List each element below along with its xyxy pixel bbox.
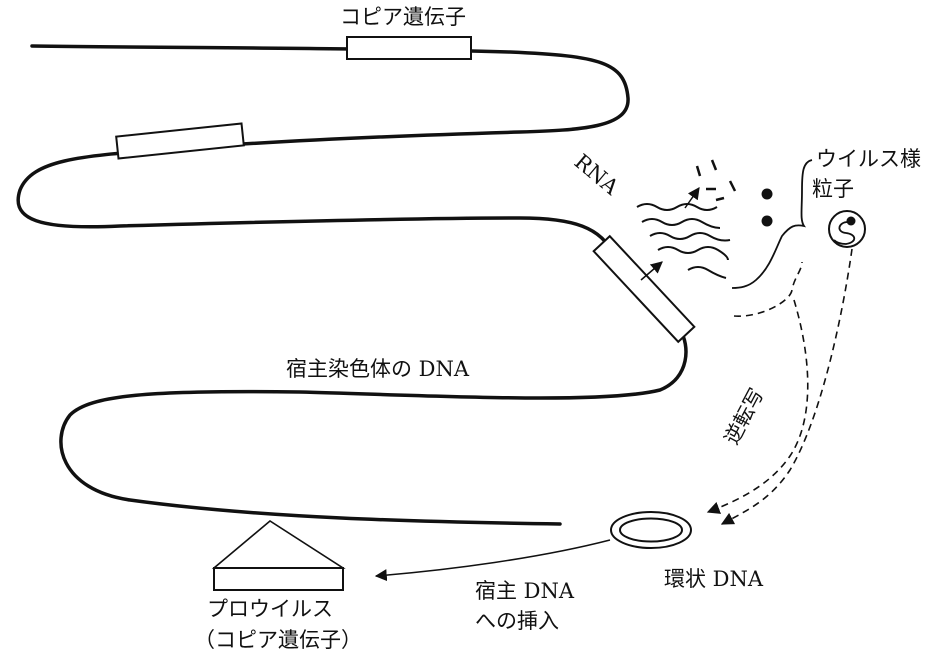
circular-dna-outer: [610, 511, 692, 549]
reverse-transcription-path-1: [733, 261, 803, 317]
reverse-transcription-path-2: [706, 299, 809, 514]
protein-fragment-2: [710, 159, 718, 171]
rna-strand-2: [641, 218, 721, 229]
label-host-insertion-1: 宿主 DNA: [475, 579, 575, 603]
provirus-triangle: [211, 520, 346, 569]
label-virus-particle: 粒子: [812, 177, 854, 201]
label-provirus-sub: （コピア遺伝子）: [194, 628, 362, 652]
transcription-arrow: [640, 261, 663, 281]
assembly-bracket: [731, 159, 813, 289]
label-host-insertion-2: への挿入: [475, 609, 559, 633]
virus-particle-rna: [833, 221, 856, 245]
label-copia-gene: コピア遺伝子: [340, 5, 466, 29]
circular-dna-inner: [619, 517, 683, 543]
label-circular-dna: 環状 DNA: [664, 567, 764, 591]
rna-strand-5: [687, 266, 727, 279]
protein-fragment-1: [695, 165, 702, 177]
label-provirus: プロウイルス: [207, 597, 333, 621]
virus-particle-core: [846, 216, 856, 226]
insertion-arrow: [374, 539, 611, 582]
label-host-chromosome-dna: 宿主染色体の DNA: [286, 357, 470, 381]
rna-strand-1: [636, 203, 718, 211]
reverse-transcription-path-3: [720, 248, 853, 525]
rna-strand-4: [657, 246, 729, 261]
host-chromosome-strand: [16, 44, 688, 526]
label-rna: RNA: [570, 149, 624, 200]
protein-dot-1: [761, 188, 773, 200]
protein-fragment-5: [715, 196, 725, 202]
provirus-box: [213, 567, 344, 591]
virus-like-particle: [828, 210, 866, 248]
label-reverse-transcription: 逆転写: [719, 384, 768, 448]
rna-strand-3: [649, 232, 731, 242]
copia-gene-box-transcribing: [592, 234, 696, 344]
copia-gene-box-second: [115, 122, 245, 160]
label-virus-like: ウイルス様: [816, 147, 921, 171]
protein-fragment-3: [728, 180, 737, 192]
protein-dot-2: [761, 215, 773, 227]
copia-gene-box-top: [346, 36, 472, 60]
